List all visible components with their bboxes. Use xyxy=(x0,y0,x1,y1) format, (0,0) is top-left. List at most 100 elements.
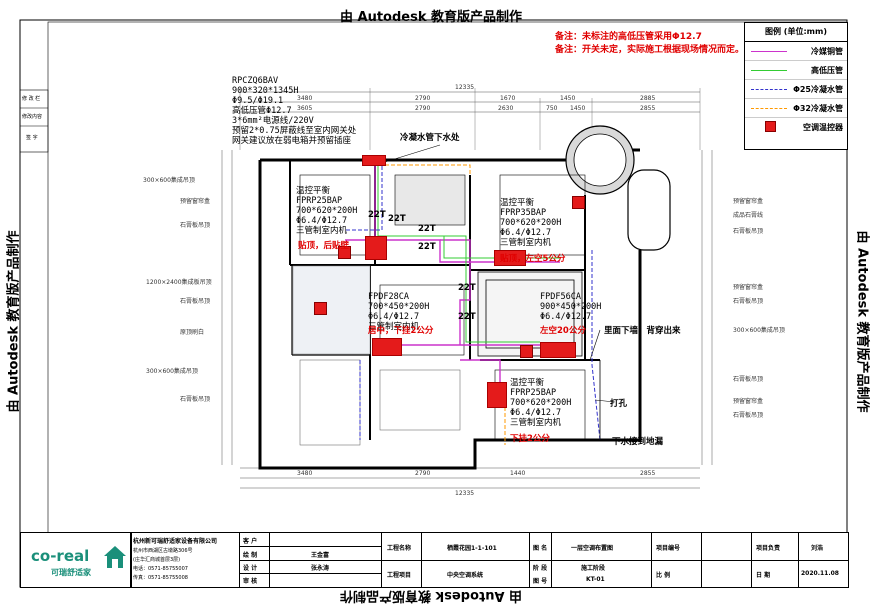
dimension: 2630 xyxy=(498,105,514,112)
indoor-unit-note: 贴顶，后贴壁 xyxy=(298,241,350,251)
ceiling-label: 300×600集成吊顶 xyxy=(143,177,195,184)
ceiling-label: 成品石膏线 xyxy=(733,212,764,219)
no-value: KT-01 xyxy=(586,576,605,583)
ceiling-label: 1200×2400集成板吊顶 xyxy=(146,279,212,286)
hole-label: 打孔 xyxy=(610,399,628,409)
legend: 图例 (单位:mm) 冷媒铜管 高低压管 Φ25冷凝水管 Φ32冷凝水管 空调温… xyxy=(744,22,848,150)
indoor-unit-note: 贴顶，左空5公分 xyxy=(500,254,566,264)
ceiling-label: 预留窗帘盒 xyxy=(733,198,764,205)
company-name: 杭州新可瑞舒适家设备有限公司 xyxy=(133,538,218,545)
wall-through-label: 里面下墙，背穿出来 xyxy=(604,326,681,336)
indoor-unit-spec: FPDF28CA 700*450*200H Φ6.4/Φ12.7 三管制室内机 xyxy=(368,292,430,332)
dimension: 3605 xyxy=(297,105,313,112)
dimension: 12335 xyxy=(455,84,475,91)
note-1: 备注：未标注的高低压管采用Φ12.7 xyxy=(555,32,702,42)
legend-swatch xyxy=(751,51,787,52)
indoor-unit-3-icon xyxy=(372,338,402,356)
legend-label: Φ32冷凝水管 xyxy=(793,104,843,113)
ceiling-label: 石膏板吊顶 xyxy=(180,396,211,403)
tee-label: 22T xyxy=(388,214,406,224)
thermostat-icon xyxy=(520,345,533,358)
tee-label: 22T xyxy=(418,242,436,252)
legend-item: 空调温控器 xyxy=(745,118,847,136)
indoor-unit-1-icon xyxy=(365,236,387,260)
no-label: 图 号 xyxy=(533,578,548,585)
indoor-unit-2-icon xyxy=(494,250,526,266)
tee-label: 22T xyxy=(368,210,386,220)
project-label: 工程名称 xyxy=(387,545,412,552)
figure-label: 图 名 xyxy=(533,545,548,552)
dimension: 3480 xyxy=(297,470,313,477)
drawn-value: 王金富 xyxy=(311,552,330,559)
tee-label: 22T xyxy=(458,283,476,293)
item-label: 工程项目 xyxy=(387,572,412,579)
revision-label: 签 字 xyxy=(26,135,38,141)
dimension: 1670 xyxy=(500,95,516,102)
scale-label: 比 例 xyxy=(656,572,671,579)
ceiling-label: 预留窗帘盒 xyxy=(180,198,211,205)
legend-label: 冷媒铜管 xyxy=(811,47,843,56)
date-label: 日 期 xyxy=(756,572,771,579)
ceiling-label: 石膏板吊顶 xyxy=(733,298,764,305)
revision-label: 修 改 栏 xyxy=(22,96,41,102)
dimension: 2790 xyxy=(415,105,431,112)
indoor-unit-spec: 温控平衡 FPRP35BAP 700*620*200H Φ6.4/Φ12.7 三… xyxy=(500,198,562,248)
company-phone: 电话：0571-85755007 xyxy=(133,566,188,572)
drawn-label: 绘 制 xyxy=(243,552,258,559)
legend-label: 空调温控器 xyxy=(803,123,843,132)
ceiling-label: 石膏板吊顶 xyxy=(733,376,764,383)
review-label: 审 核 xyxy=(243,578,258,585)
dimension: 2790 xyxy=(415,95,431,102)
client-label: 客 户 xyxy=(243,538,258,545)
dimension: 2855 xyxy=(640,470,656,477)
dimension: 2790 xyxy=(415,470,431,477)
outdoor-unit-spec: RPCZQ6BAV 900*320*1345H Φ9.5/Φ19.1 高低压管Φ… xyxy=(232,76,357,146)
ceiling-label: 预留窗帘盒 xyxy=(733,398,764,405)
thermostat-icon xyxy=(765,121,776,132)
drain-floor-label: 下水接到地漏 xyxy=(612,437,664,447)
design-label: 设 计 xyxy=(243,565,258,572)
company-address2: (庄华汇商城首层3层) xyxy=(133,557,181,563)
watermark-top: 由 Autodesk 教育版产品制作 xyxy=(340,10,523,25)
indoor-unit-5-icon xyxy=(487,382,507,408)
ceiling-label: 石膏板吊顶 xyxy=(733,228,764,235)
tee-label: 22T xyxy=(418,224,436,234)
indoor-unit-note: 左空20公分 xyxy=(540,326,586,336)
dimension: 1450 xyxy=(570,105,586,112)
date-value: 2020.11.08 xyxy=(801,570,839,577)
company-logo-block: co-real 可瑞舒适家 xyxy=(20,532,132,588)
legend-title: 图例 (单位:mm) xyxy=(745,23,847,42)
dimension: 2855 xyxy=(640,105,656,112)
ceiling-label: 原顶刷白 xyxy=(180,329,205,336)
legend-item: 高低压管 xyxy=(745,61,847,80)
dimension: 1440 xyxy=(510,470,526,477)
proj-no-label: 项目编号 xyxy=(656,545,681,552)
item-value: 中央空调系统 xyxy=(447,572,484,579)
indoor-unit-spec: 温控平衡 FPRP25BAP 700*620*200H Φ6.4/Φ12.7 三… xyxy=(510,378,572,428)
legend-label: Φ25冷凝水管 xyxy=(793,85,843,94)
note-2: 备注：开关未定，实际施工根据现场情况而定。 xyxy=(555,45,745,55)
ceiling-label: 石膏板吊顶 xyxy=(180,298,211,305)
dimension: 12335 xyxy=(455,490,475,497)
design-value: 张永涛 xyxy=(311,565,330,572)
house-icon xyxy=(104,546,126,568)
ceiling-label: 石膏板吊顶 xyxy=(733,412,764,419)
project-value: 栖霞花园1-1-101 xyxy=(447,545,497,552)
company-fax: 传真：0571-85755008 xyxy=(133,575,188,581)
legend-label: 高低压管 xyxy=(811,66,843,75)
legend-swatch xyxy=(751,89,787,90)
company-logo-sub: 可瑞舒适家 xyxy=(51,568,91,577)
legend-swatch xyxy=(751,70,787,71)
thermostat-icon xyxy=(572,196,585,209)
figure-value: 一层空调布置图 xyxy=(571,545,614,552)
dimension: 1450 xyxy=(560,95,576,102)
stage-value: 施工阶段 xyxy=(581,565,606,572)
thermostat-icon xyxy=(338,246,351,259)
indoor-unit-spec: 温控平衡 FPRP25BAP 700*620*200H Φ6.4/Φ12.7 三… xyxy=(296,186,358,236)
indoor-unit-note: 居中，下挂2公分 xyxy=(368,326,434,336)
outdoor-pipe-entry-icon xyxy=(362,155,386,166)
indoor-unit-note: 下挂2公分 xyxy=(510,434,550,444)
indoor-unit-4-icon xyxy=(540,342,576,358)
lead-value: 刘浩 xyxy=(811,545,824,552)
